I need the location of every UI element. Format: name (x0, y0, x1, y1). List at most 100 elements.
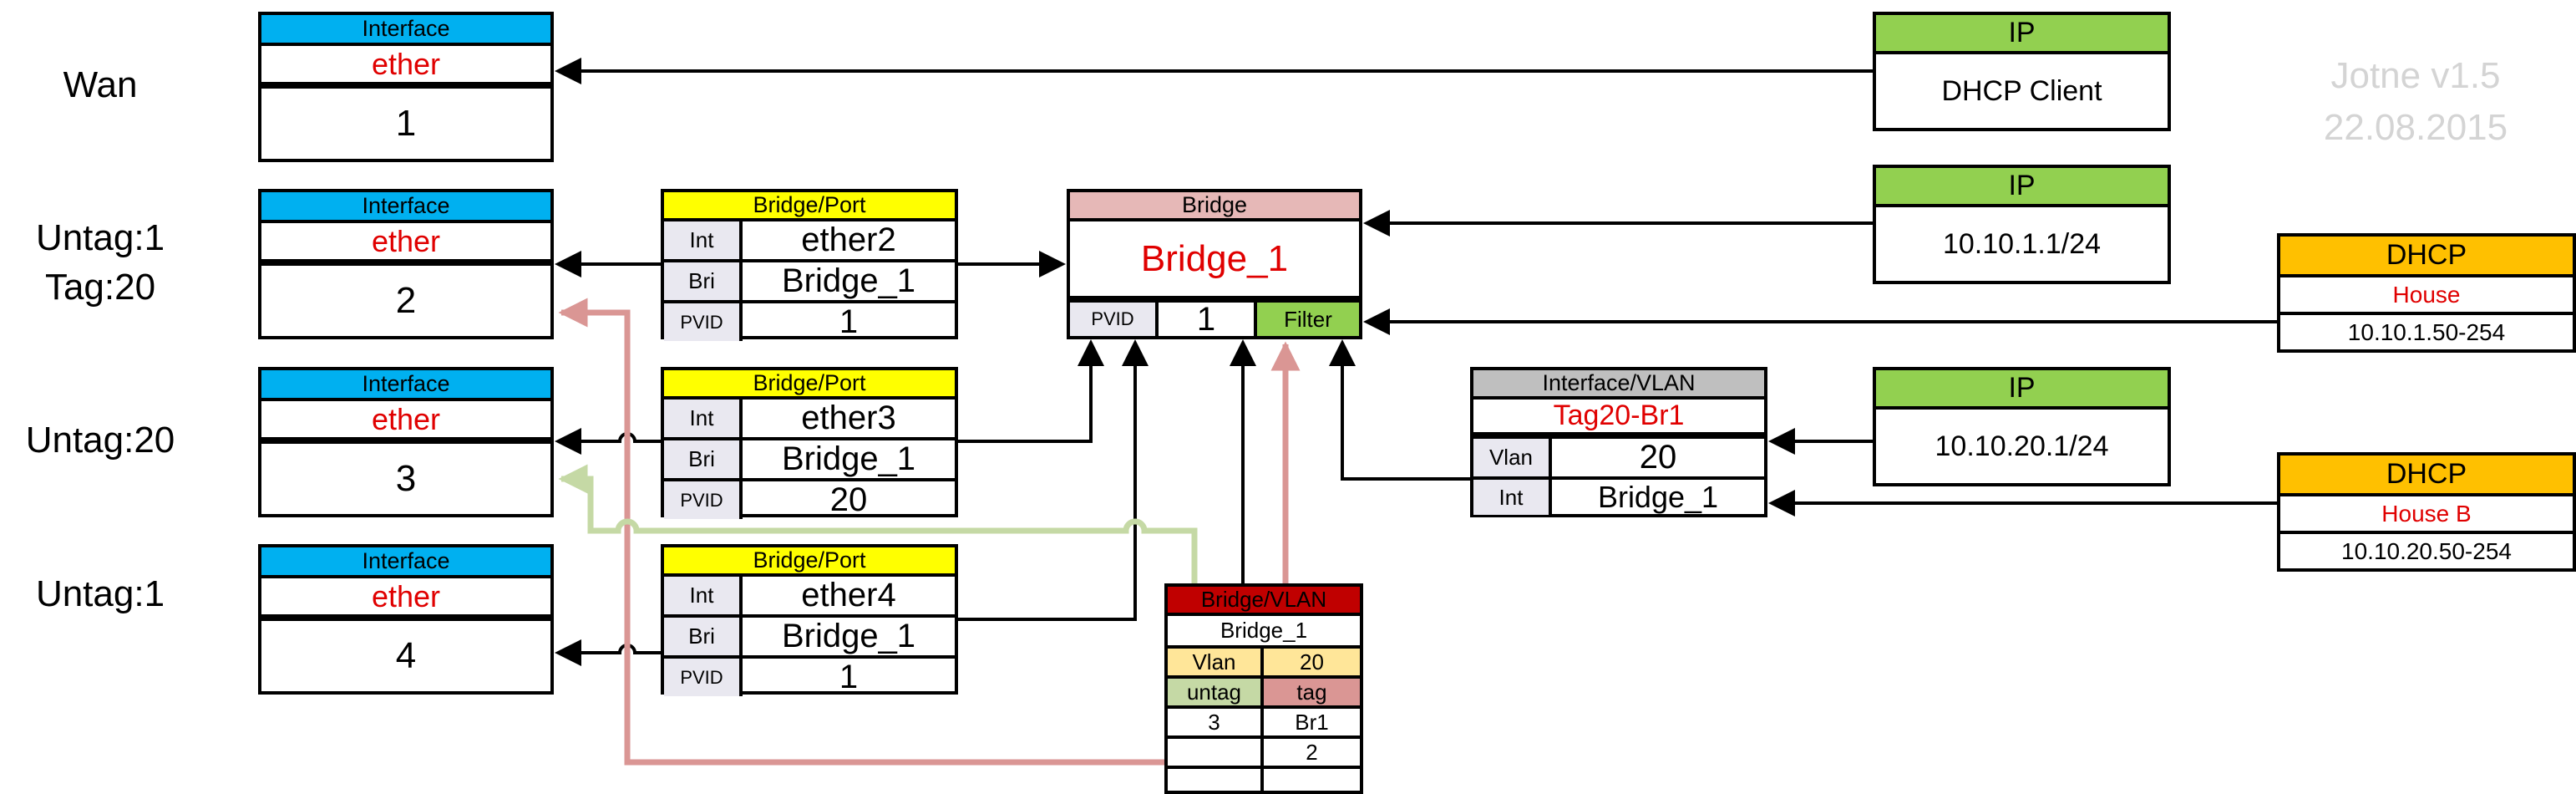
int-value: ether4 (801, 577, 896, 613)
int-label: Int (1473, 480, 1552, 515)
tag-label: tag (1264, 679, 1360, 705)
interface-type: ether (261, 223, 550, 262)
bridge-header: Bridge (1070, 192, 1359, 221)
interface-number: 2 (261, 262, 550, 336)
interface-type: ether (261, 46, 550, 85)
interface-vlan-name: Tag20-Br1 (1473, 400, 1764, 435)
ip-box-10-10-1-1[interactable]: IP 10.10.1.1/24 (1873, 165, 2171, 284)
dhcp-name: House B (2381, 500, 2472, 527)
ip-value: 10.10.20.1/24 (1935, 430, 2109, 462)
wire-port3-to-ether3 (555, 428, 661, 455)
interface-number: 4 (261, 618, 550, 691)
interface-vlan-int-row: Int Bridge_1 (1473, 476, 1764, 515)
interface-header: Interface (261, 15, 550, 46)
ip-header: IP (1876, 168, 2168, 207)
interface-number: 1 (261, 85, 550, 159)
dhcp-box-house[interactable]: DHCP House 10.10.1.50-254 (2277, 233, 2576, 353)
ip-header: IP (1876, 370, 2168, 410)
interface-number: 3 (261, 440, 550, 514)
bridge-port-header: Bridge/Port (664, 370, 955, 400)
interface-type: ether (261, 401, 550, 440)
int-value: Bridge_1 (1597, 480, 1719, 514)
vlan-label: Vlan (1168, 649, 1264, 675)
port-label-untag1-port4: Untag:1 (35, 573, 165, 614)
version-label: Jotne v1.5 (2330, 55, 2501, 96)
bri-value: Bridge_1 (781, 618, 916, 654)
port-label-untag1: Untag:1 (35, 217, 165, 258)
bridge-port-int-row: Int ether4 (664, 577, 955, 614)
wire-untagged-bridge-vlan-to-ether3 (558, 464, 1198, 583)
bridge-box[interactable]: Bridge Bridge_1 PVID 1 Filter (1067, 189, 1362, 339)
bridge-port-bri-row: Bri Bridge_1 (664, 614, 955, 655)
pvid-label: PVID (664, 481, 743, 519)
bridge-port-box-ether3[interactable]: Bridge/Port Int ether3 Bri Bridge_1 PVID… (661, 367, 958, 519)
vlan-label: Vlan (1473, 439, 1552, 476)
wire-port4-to-ether4 (555, 639, 661, 666)
bridge-pvid-value: 1 (1159, 301, 1257, 338)
port-label-wan: Wan (63, 64, 138, 105)
interface-box-1[interactable]: Interface ether 1 (258, 12, 554, 162)
interface-header: Interface (261, 547, 550, 578)
interface-box-4[interactable]: Interface ether 4 (258, 544, 554, 695)
untag-label: untag (1168, 679, 1264, 705)
version-watermark: Jotne v1.5 22.08.2015 (2290, 50, 2541, 154)
tag-value: Br1 (1295, 709, 1329, 735)
bridge-vlan-header: Bridge/VLAN (1168, 587, 1360, 616)
date-label: 22.08.2015 (2323, 107, 2508, 148)
bridge-vlan-vlan-row: Vlan 20 (1168, 645, 1360, 675)
bridge-port-pvid-row: PVID 1 (664, 655, 955, 696)
dhcp-range: 10.10.1.50-254 (2280, 312, 2573, 349)
ip-value: DHCP Client (1941, 74, 2102, 107)
bri-label: Bri (664, 262, 743, 300)
int-value: ether3 (801, 400, 896, 436)
int-value: ether2 (801, 221, 896, 258)
bridge-vlan-table[interactable]: Bridge/VLAN Bridge_1 Vlan 20 untag tag 3… (1164, 583, 1363, 794)
vlan-value: 20 (1639, 439, 1677, 476)
bridge-vlan-mode-row: untag tag (1168, 675, 1360, 705)
interface-vlan-header: Interface/VLAN (1473, 370, 1764, 400)
port-label-tag20: Tag:20 (44, 267, 156, 308)
pvid-value: 20 (829, 481, 868, 518)
dhcp-header: DHCP (2280, 456, 2573, 496)
wire-port3-to-bridge (958, 339, 1104, 443)
bridge-vlan-bridge: Bridge_1 (1220, 618, 1308, 643)
bridge-vlan-row: 2 (1168, 735, 1360, 766)
interface-box-2[interactable]: Interface ether 2 (258, 189, 554, 339)
wire-tagged-bridge-vlan-to-ether2 (558, 298, 1164, 766)
wire-interface-vlan-to-bridge (1329, 339, 1470, 481)
interface-vlan-box[interactable]: Interface/VLAN Tag20-Br1 Vlan 20 Int Bri… (1470, 367, 1767, 517)
dhcp-box-house-b[interactable]: DHCP House B 10.10.20.50-254 (2277, 452, 2576, 572)
bridge-port-header: Bridge/Port (664, 192, 955, 221)
ip-value: 10.10.1.1/24 (1942, 227, 2102, 260)
bridge-port-bri-row: Bri Bridge_1 (664, 259, 955, 300)
bridge-name: Bridge_1 (1070, 221, 1359, 299)
bridge-port-box-ether4[interactable]: Bridge/Port Int ether4 Bri Bridge_1 PVID… (661, 544, 958, 696)
bri-value: Bridge_1 (781, 262, 916, 299)
int-label: Int (664, 577, 743, 614)
bridge-pvid-label: PVID (1070, 303, 1159, 336)
bridge-filter[interactable]: Filter (1257, 303, 1359, 336)
untag-value (1168, 739, 1264, 766)
ip-box-10-10-20-1[interactable]: IP 10.10.20.1/24 (1873, 367, 2171, 486)
untag-value: 3 (1168, 709, 1264, 735)
dhcp-name: House (2392, 281, 2461, 308)
ip-header: IP (1876, 15, 2168, 54)
ip-box-dhcp-client[interactable]: IP DHCP Client (1873, 12, 2171, 131)
bridge-port-int-row: Int ether2 (664, 221, 955, 259)
bridge-port-box-ether2[interactable]: Bridge/Port Int ether2 Bri Bridge_1 PVID… (661, 189, 958, 341)
tag-value: 2 (1306, 739, 1318, 765)
dhcp-range: 10.10.20.50-254 (2280, 531, 2573, 568)
pvid-value: 1 (839, 303, 859, 340)
int-label: Int (664, 221, 743, 259)
int-label: Int (664, 400, 743, 437)
wire-port4-to-bridge (958, 339, 1149, 621)
dhcp-header: DHCP (2280, 237, 2573, 277)
interface-header: Interface (261, 370, 550, 401)
interface-box-3[interactable]: Interface ether 3 (258, 367, 554, 517)
bri-label: Bri (664, 618, 743, 655)
bridge-port-pvid-row: PVID 1 (664, 300, 955, 341)
bridge-port-int-row: Int ether3 (664, 400, 955, 437)
port-label-untag20: Untag:20 (25, 420, 175, 461)
